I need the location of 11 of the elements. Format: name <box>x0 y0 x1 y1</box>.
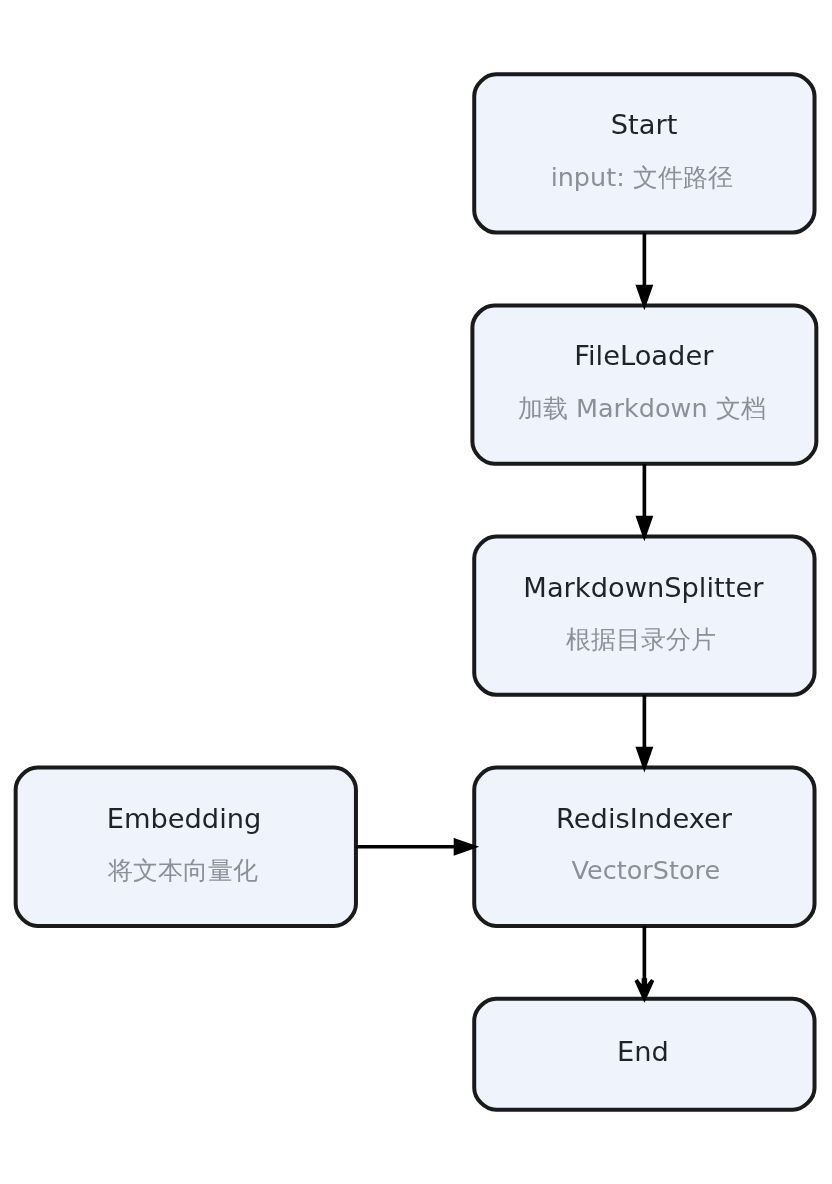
node-box: Start input: 文件路径 <box>472 72 817 235</box>
node-box: FileLoader 加载 Markdown 文档 <box>470 303 819 466</box>
node-box: Embedding 将文本向量化 <box>13 765 358 928</box>
arrow <box>635 232 654 311</box>
node-box: End <box>472 996 817 1112</box>
arrow <box>634 926 655 1001</box>
arrow <box>635 695 654 773</box>
arrow <box>635 464 654 542</box>
node-box: RedisIndexer VectorStore <box>472 765 817 928</box>
node-box: MarkdownSplitter 根据目录分片 <box>472 534 817 697</box>
arrow <box>356 837 480 856</box>
